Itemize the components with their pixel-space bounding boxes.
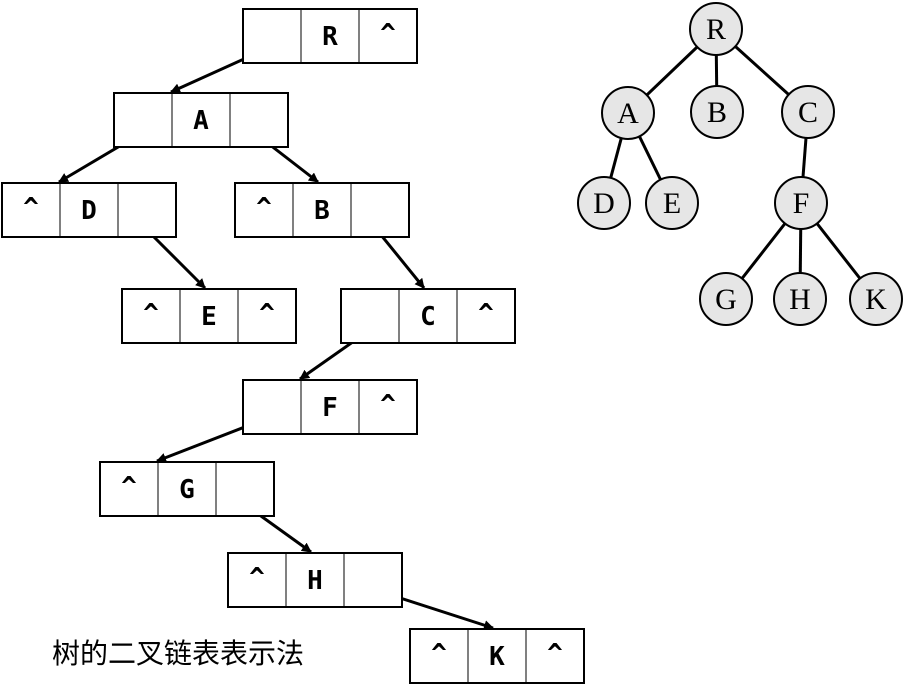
tree-node-circle bbox=[577, 176, 631, 230]
list-node-g: ^G bbox=[99, 461, 275, 517]
tree-node-circle bbox=[781, 85, 835, 139]
list-node-b: ^B bbox=[234, 182, 410, 238]
tree-node-d: D bbox=[577, 176, 631, 230]
list-node-box bbox=[242, 8, 418, 64]
tree-node-label: R bbox=[706, 13, 726, 46]
list-node-box bbox=[234, 182, 410, 238]
cell-data: D bbox=[81, 196, 97, 226]
cell-next-sibling: ^ bbox=[259, 299, 275, 329]
list-node-f: F^ bbox=[242, 379, 418, 435]
tree-node-e: E bbox=[645, 176, 699, 230]
tree-node-r: R bbox=[689, 2, 743, 56]
diagram-caption: 树的二叉链表表示法 bbox=[52, 637, 305, 670]
tree-nodes: R A B C D E F G H K bbox=[577, 2, 903, 326]
tree-node-label: D bbox=[593, 187, 615, 220]
cell-first-child: ^ bbox=[256, 193, 272, 223]
tree-node-circle bbox=[689, 2, 743, 56]
cell-first-child: ^ bbox=[23, 193, 39, 223]
cell-first-child: ^ bbox=[121, 472, 137, 502]
list-node-d: ^D bbox=[1, 182, 177, 238]
tree-node-b: B bbox=[690, 85, 744, 139]
list-node-box bbox=[409, 628, 585, 684]
list-node-e: ^ E ^ bbox=[121, 288, 297, 344]
tree-node-h: H bbox=[773, 272, 827, 326]
cell-first-child: ^ bbox=[431, 639, 447, 669]
tree-node-g: G bbox=[699, 272, 753, 326]
cell-data: K bbox=[489, 642, 505, 672]
list-node-k: ^ K ^ bbox=[409, 628, 585, 684]
tree-node-circle bbox=[699, 272, 753, 326]
tree-node-label: C bbox=[798, 96, 818, 129]
cell-data: H bbox=[307, 566, 323, 596]
list-node-r: R^ bbox=[242, 8, 418, 64]
list-node-box bbox=[242, 379, 418, 435]
tree-node-circle bbox=[690, 85, 744, 139]
cell-data: C bbox=[420, 302, 436, 332]
list-node-box bbox=[99, 461, 275, 517]
tree-node-circle bbox=[773, 272, 827, 326]
list-node-box bbox=[340, 288, 516, 344]
cell-next-sibling: ^ bbox=[547, 639, 563, 669]
tree-node-a: A bbox=[601, 86, 655, 140]
list-node-box bbox=[113, 92, 289, 148]
tree-node-f: F bbox=[774, 176, 828, 230]
cell-next-sibling: ^ bbox=[478, 299, 494, 329]
binary-list-nodes: R^A^D^B^E^C^F^^G^H^K^ bbox=[1, 8, 585, 684]
tree-node-c: C bbox=[781, 85, 835, 139]
cell-first-child: ^ bbox=[249, 563, 265, 593]
tree-node-circle bbox=[849, 272, 903, 326]
cell-data: G bbox=[179, 475, 195, 505]
cell-data: A bbox=[193, 106, 209, 136]
tree-node-label: B bbox=[707, 96, 727, 129]
cell-data: F bbox=[322, 393, 338, 423]
cell-next-sibling: ^ bbox=[380, 390, 396, 420]
list-node-box bbox=[1, 182, 177, 238]
list-node-box bbox=[121, 288, 297, 344]
cell-first-child: ^ bbox=[143, 299, 159, 329]
cell-data: R bbox=[322, 22, 338, 52]
tree-node-label: F bbox=[793, 187, 810, 220]
tree-node-label: A bbox=[617, 97, 639, 130]
tree-node-label: G bbox=[715, 283, 737, 316]
tree-node-label: E bbox=[663, 187, 681, 220]
cell-data: B bbox=[314, 196, 330, 226]
tree-node-label: H bbox=[789, 283, 811, 316]
tree-node-k: K bbox=[849, 272, 903, 326]
cell-data: E bbox=[201, 302, 217, 332]
cell-next-sibling: ^ bbox=[380, 19, 396, 49]
list-node-c: C^ bbox=[340, 288, 516, 344]
tree-node-label: K bbox=[865, 283, 887, 316]
list-node-a: A bbox=[113, 92, 289, 148]
list-node-h: ^H bbox=[227, 552, 403, 608]
tree-node-circle bbox=[601, 86, 655, 140]
tree-edges bbox=[602, 27, 878, 300]
tree-node-circle bbox=[645, 176, 699, 230]
tree-node-circle bbox=[774, 176, 828, 230]
list-node-box bbox=[227, 552, 403, 608]
